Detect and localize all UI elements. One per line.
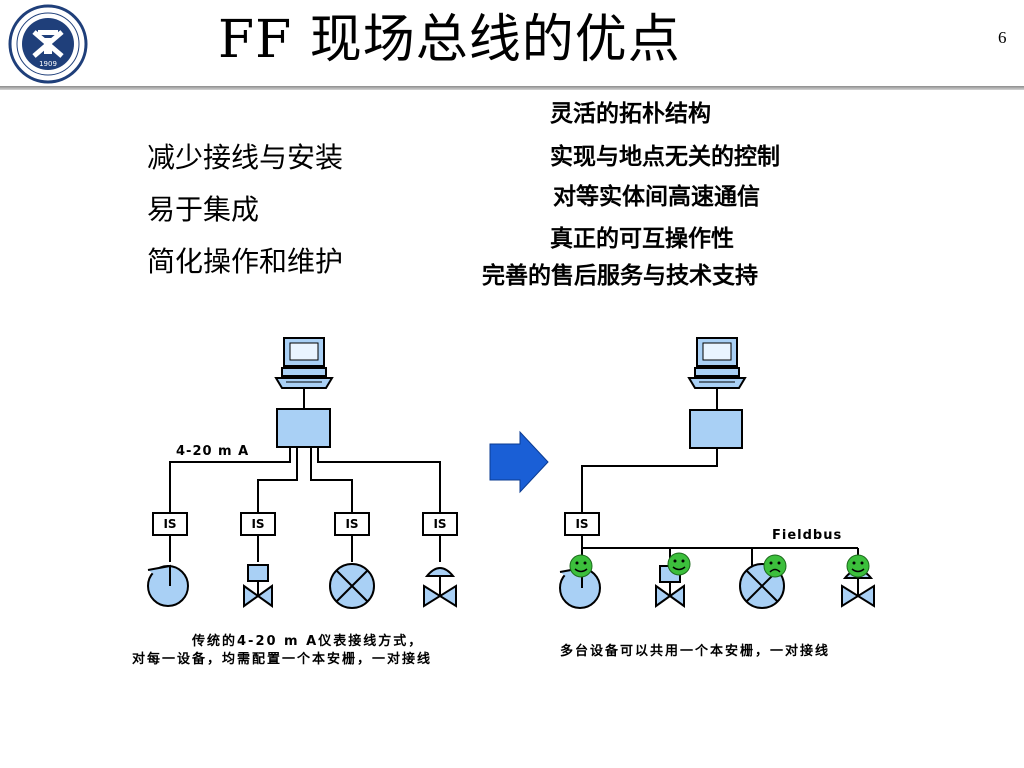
logo-year: 1909 xyxy=(39,60,57,68)
right-benefit-1: 灵活的拓朴结构 xyxy=(550,101,711,127)
smiley-icon xyxy=(846,554,870,578)
left-wiring xyxy=(169,447,441,562)
right-caption: 多台设备可以共用一个本安栅，一对接线 xyxy=(560,644,831,659)
is-barrier-tag: IS xyxy=(240,512,276,536)
right-computer-icon xyxy=(688,337,746,389)
sad-face-icon xyxy=(763,554,787,578)
right-benefit-4: 真正的可互操作性 xyxy=(550,226,734,252)
page-title: FF 现场总线的优点 xyxy=(218,10,681,70)
university-seal-icon: 1909 xyxy=(8,4,88,84)
right-wiring xyxy=(581,448,859,566)
signal-label: 4-20 m A xyxy=(176,444,250,459)
left-benefit-3: 简化操作和维护 xyxy=(147,245,344,278)
is-barrier-tag: IS xyxy=(564,512,600,536)
right-controller-box xyxy=(689,409,743,449)
is-barrier-tag: IS xyxy=(152,512,188,536)
left-pump-icon xyxy=(147,564,189,607)
left-valve-actuator-icon xyxy=(243,564,273,608)
title-divider xyxy=(0,86,1024,90)
right-benefit-3: 对等实体间高速通信 xyxy=(553,184,760,210)
right-benefit-5: 完善的售后服务与技术支持 xyxy=(482,263,758,289)
right-benefit-2: 实现与地点无关的控制 xyxy=(550,144,780,170)
page-number: 6 xyxy=(998,28,1007,47)
left-diaphragm-valve-icon xyxy=(423,567,457,608)
is-barrier-tag: IS xyxy=(422,512,458,536)
fieldbus-label: Fieldbus xyxy=(772,528,843,543)
left-flow-meter-icon xyxy=(329,563,375,609)
left-benefit-1: 减少接线与安装 xyxy=(147,141,344,174)
left-controller-box xyxy=(276,408,331,448)
smiley-icon xyxy=(667,552,691,576)
is-barrier-tag: IS xyxy=(334,512,370,536)
left-caption-line-1: 传统的4-20 m A仪表接线方式， xyxy=(192,634,424,649)
left-caption-line-2: 对每一设备，均需配置一个本安栅，一对接线 xyxy=(132,652,433,667)
transition-arrow-icon xyxy=(489,430,549,494)
left-computer-icon xyxy=(275,337,333,389)
smiley-icon xyxy=(569,554,593,578)
left-benefit-2: 易于集成 xyxy=(147,193,260,226)
